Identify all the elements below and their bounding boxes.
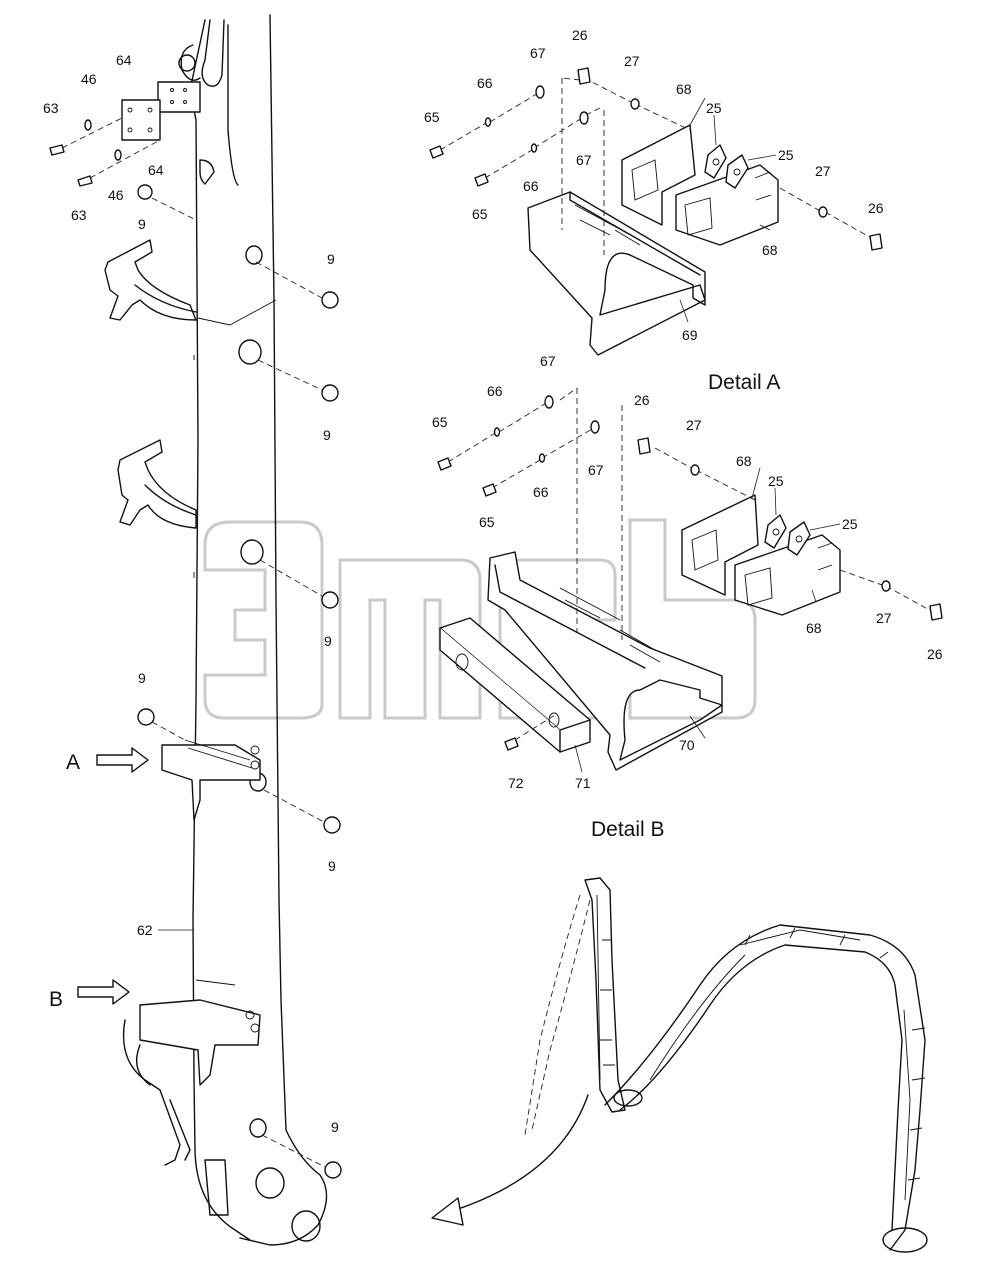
view-arrow-a: A <box>66 747 149 774</box>
detail-a-callout-27-top: 27 <box>624 53 640 69</box>
detail-b-callout-65-bottom: 65 <box>479 514 495 530</box>
detail-b-callout-26-bottom: 26 <box>927 646 943 662</box>
detail-a-callout-67-top: 67 <box>530 45 546 61</box>
detail-b-callouts: 65 66 67 26 27 68 25 25 67 66 65 27 26 6… <box>432 353 943 841</box>
detail-b-callout-70: 70 <box>679 737 695 753</box>
detail-a-callout-68-bottom: 68 <box>762 242 778 258</box>
detail-b-callout-27-top: 27 <box>686 417 702 433</box>
callout-9-right-5: 9 <box>331 1119 339 1135</box>
callout-62: 62 <box>137 922 153 938</box>
detail-a-title: Detail A <box>708 371 780 394</box>
callout-9-right-1: 9 <box>327 251 335 267</box>
detail-b-callout-66-bottom: 66 <box>533 484 549 500</box>
detail-b-callout-25-b: 25 <box>842 516 858 532</box>
callout-63-top: 63 <box>43 100 59 116</box>
detail-b-callout-68-bottom: 68 <box>806 620 822 636</box>
view-label-a: A <box>66 751 80 774</box>
watermark-logo: TM <box>203 518 757 720</box>
detail-a-callout-66-top: 66 <box>477 75 493 91</box>
callout-9-left: 9 <box>138 670 146 686</box>
detail-a-callout-25-a: 25 <box>706 100 722 116</box>
detail-a-callout-69: 69 <box>682 327 698 343</box>
detail-a-callout-25-b: 25 <box>778 147 794 163</box>
detail-a-callout-26-top: 26 <box>572 27 588 43</box>
overview-excavator-arm <box>431 877 928 1253</box>
detail-b-callout-67-bottom: 67 <box>588 462 604 478</box>
detail-a-callout-27-bottom: 27 <box>815 163 831 179</box>
detail-a-callout-66-bottom: 66 <box>523 178 539 194</box>
detail-a-callout-65-top: 65 <box>424 109 440 125</box>
detail-b-callout-25-a: 25 <box>768 473 784 489</box>
callout-9-top-left: 9 <box>138 216 146 232</box>
view-arrow-b: B <box>49 979 130 1011</box>
detail-b-assembly <box>437 387 943 773</box>
callout-63-bottom: 63 <box>71 207 87 223</box>
callout-9-right-3: 9 <box>324 633 332 649</box>
detail-b-callout-68-top: 68 <box>736 453 752 469</box>
callout-64-bottom: 64 <box>148 162 164 178</box>
detail-b-callout-66-top: 66 <box>487 383 503 399</box>
detail-a-callout-68-top: 68 <box>676 81 692 97</box>
detail-a-callout-26-bottom: 26 <box>868 200 884 216</box>
detail-b-callout-65-top: 65 <box>432 414 448 430</box>
arm-assembly <box>104 14 328 1246</box>
detail-b-callout-26-top: 26 <box>634 392 650 408</box>
detail-a-callout-65-bottom: 65 <box>472 206 488 222</box>
detail-a-callout-67-bottom: 67 <box>576 152 592 168</box>
callout-46-bottom: 46 <box>108 187 124 203</box>
arm-callouts: 63 46 64 64 63 46 9 9 9 9 9 9 9 62 <box>43 52 339 1135</box>
callout-9-right-2: 9 <box>323 427 331 443</box>
view-label-b: B <box>49 988 63 1011</box>
callout-9-right-4: 9 <box>328 858 336 874</box>
callout-64-top: 64 <box>116 52 132 68</box>
detail-b-callout-71: 71 <box>575 775 591 791</box>
detail-b-title: Detail B <box>591 818 665 841</box>
detail-a-assembly <box>429 67 883 356</box>
detail-a-callouts: 65 66 67 26 27 68 25 25 67 66 65 27 26 6… <box>424 27 884 394</box>
detail-b-callout-67-top: 67 <box>540 353 556 369</box>
detail-b-callout-72: 72 <box>508 775 524 791</box>
detail-b-callout-27-bottom: 27 <box>876 610 892 626</box>
arm-hardware <box>49 117 342 1179</box>
callout-46-top: 46 <box>81 71 97 87</box>
